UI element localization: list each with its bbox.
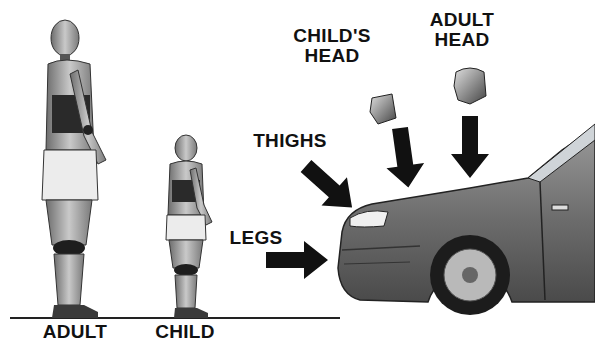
- dummy-foot: [174, 308, 208, 318]
- dummy-head: [51, 20, 79, 56]
- dummy-shin: [175, 275, 197, 308]
- car-door-handle: [552, 205, 568, 210]
- child-head-impactor: [370, 94, 396, 124]
- impact-label: ADULT HEAD: [412, 10, 512, 50]
- dummy-elbow: [83, 125, 93, 135]
- impact-label: THIGHS: [240, 131, 340, 151]
- car-headlight: [350, 211, 388, 227]
- car-rim: [444, 249, 496, 301]
- dummy-knee: [174, 264, 198, 276]
- impact-arrow-shape: [381, 125, 427, 190]
- child-dummy: [166, 135, 212, 318]
- dummy-head: [175, 135, 197, 161]
- car-windshield: [528, 124, 595, 182]
- figure-label: CHILD: [140, 322, 230, 342]
- impact-label: CHILD'S HEAD: [282, 26, 382, 66]
- adult-dummy: [42, 20, 106, 318]
- adult-head-impactor: [454, 68, 486, 104]
- dummy-pelvis: [166, 215, 206, 240]
- dummy-pelvis: [42, 150, 98, 200]
- impact-arrow: [451, 116, 489, 178]
- car-tire: [430, 235, 510, 315]
- impact-arrow: [293, 152, 365, 222]
- car-hub: [462, 267, 478, 283]
- impact-label: LEGS: [216, 228, 296, 248]
- dummy-thigh: [169, 240, 203, 268]
- car-bumper-line: [342, 246, 420, 250]
- dummy-foot: [52, 305, 98, 318]
- impact-arrow: [381, 125, 427, 190]
- car-door-line: [540, 182, 545, 300]
- impact-arrow-shape: [451, 116, 489, 178]
- car-grille-line: [344, 262, 410, 264]
- dummy-shin: [54, 254, 84, 305]
- dummy-thigh: [46, 200, 92, 245]
- figure-label: ADULT: [20, 322, 130, 342]
- impact-arrow-shape: [293, 152, 365, 222]
